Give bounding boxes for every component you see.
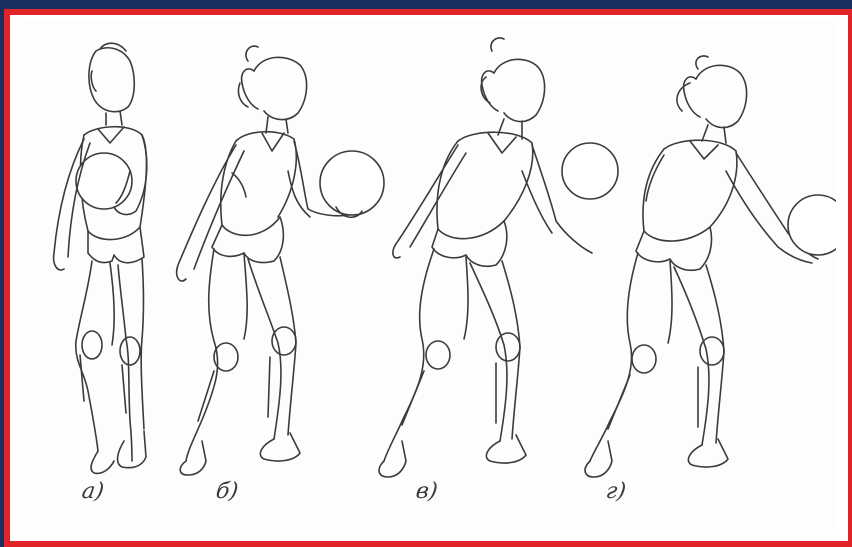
ball-d bbox=[788, 195, 836, 255]
ball-c bbox=[562, 143, 618, 199]
figure-label-a: а) bbox=[80, 479, 105, 504]
figure-label-c: в) bbox=[414, 479, 439, 504]
image-frame: а) б) в) г) bbox=[4, 9, 852, 547]
player-figure-c bbox=[379, 38, 618, 477]
volleyball-pass-sequence-illustration bbox=[18, 21, 836, 529]
player-figure-b bbox=[177, 46, 384, 475]
player-figure-d bbox=[585, 56, 836, 477]
figure-label-b: б) bbox=[214, 479, 240, 504]
player-figure-a bbox=[54, 43, 147, 473]
illustration-panel: а) б) в) г) bbox=[18, 21, 836, 529]
ball-b bbox=[320, 151, 384, 215]
figure-label-d: г) bbox=[604, 479, 627, 504]
